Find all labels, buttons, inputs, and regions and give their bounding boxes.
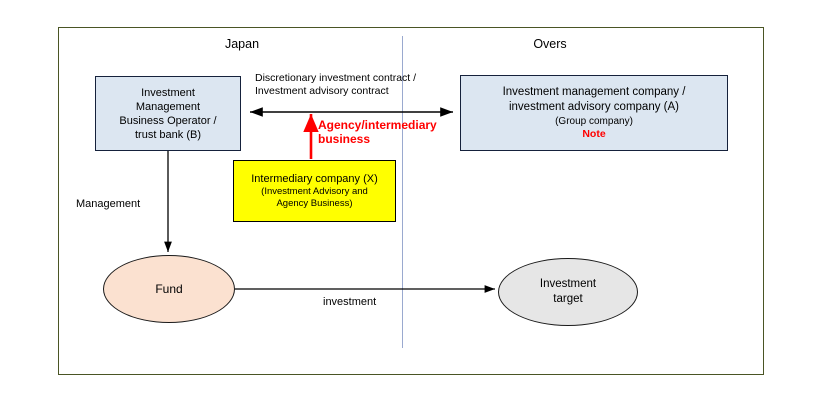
ellipse-fund-label: Fund	[155, 282, 183, 296]
connector-label-management: Management	[76, 198, 141, 210]
region-label-japan: Japan	[224, 37, 260, 51]
connector-label-contract-line2: Investment advisory contract	[255, 85, 389, 97]
box-manager-note: Note	[582, 128, 606, 140]
box-operator-line4: trust bank (B)	[134, 128, 202, 141]
box-manager-line1: Investment management company /	[502, 86, 686, 98]
region-divider-line	[402, 36, 403, 348]
ellipse-target-line2: target	[553, 293, 583, 305]
box-operator-line2: Management	[135, 100, 201, 113]
connector-label-agency-line1: Agency/intermediary	[318, 118, 437, 132]
box-intermediary-sub-line2: Agency Business)	[276, 198, 353, 209]
connector-label-agency-line2: business	[318, 132, 371, 146]
box-operator-line3: Business Operator /	[119, 114, 217, 127]
box-investment-management-business-operator: Investment Management Business Operator …	[95, 76, 241, 151]
ellipse-investment-target: Investment target	[498, 258, 638, 326]
ellipse-fund: Fund	[103, 255, 235, 323]
connector-label-contract: Discretionary investment contract / Inve…	[255, 72, 416, 98]
connector-label-agency-business: Agency/intermediary business	[318, 118, 437, 146]
box-manager-line2: investment advisory company (A)	[508, 101, 679, 113]
connector-label-investment: investment	[323, 296, 377, 308]
box-intermediary-company: Intermediary company (X) (Investment Adv…	[233, 160, 396, 222]
connector-label-contract-line1: Discretionary investment contract /	[255, 72, 417, 84]
box-operator-line1: Investment	[141, 86, 195, 99]
box-manager-subtitle: (Group company)	[555, 116, 633, 127]
region-label-overseas: Overs	[533, 37, 567, 51]
box-investment-management-company: Investment management company / investme…	[460, 75, 728, 151]
ellipse-target-line1: Investment	[539, 278, 597, 290]
box-intermediary-sub-line1: (Investment Advisory and	[261, 186, 368, 197]
box-intermediary-title: Intermediary company (X)	[251, 173, 378, 185]
